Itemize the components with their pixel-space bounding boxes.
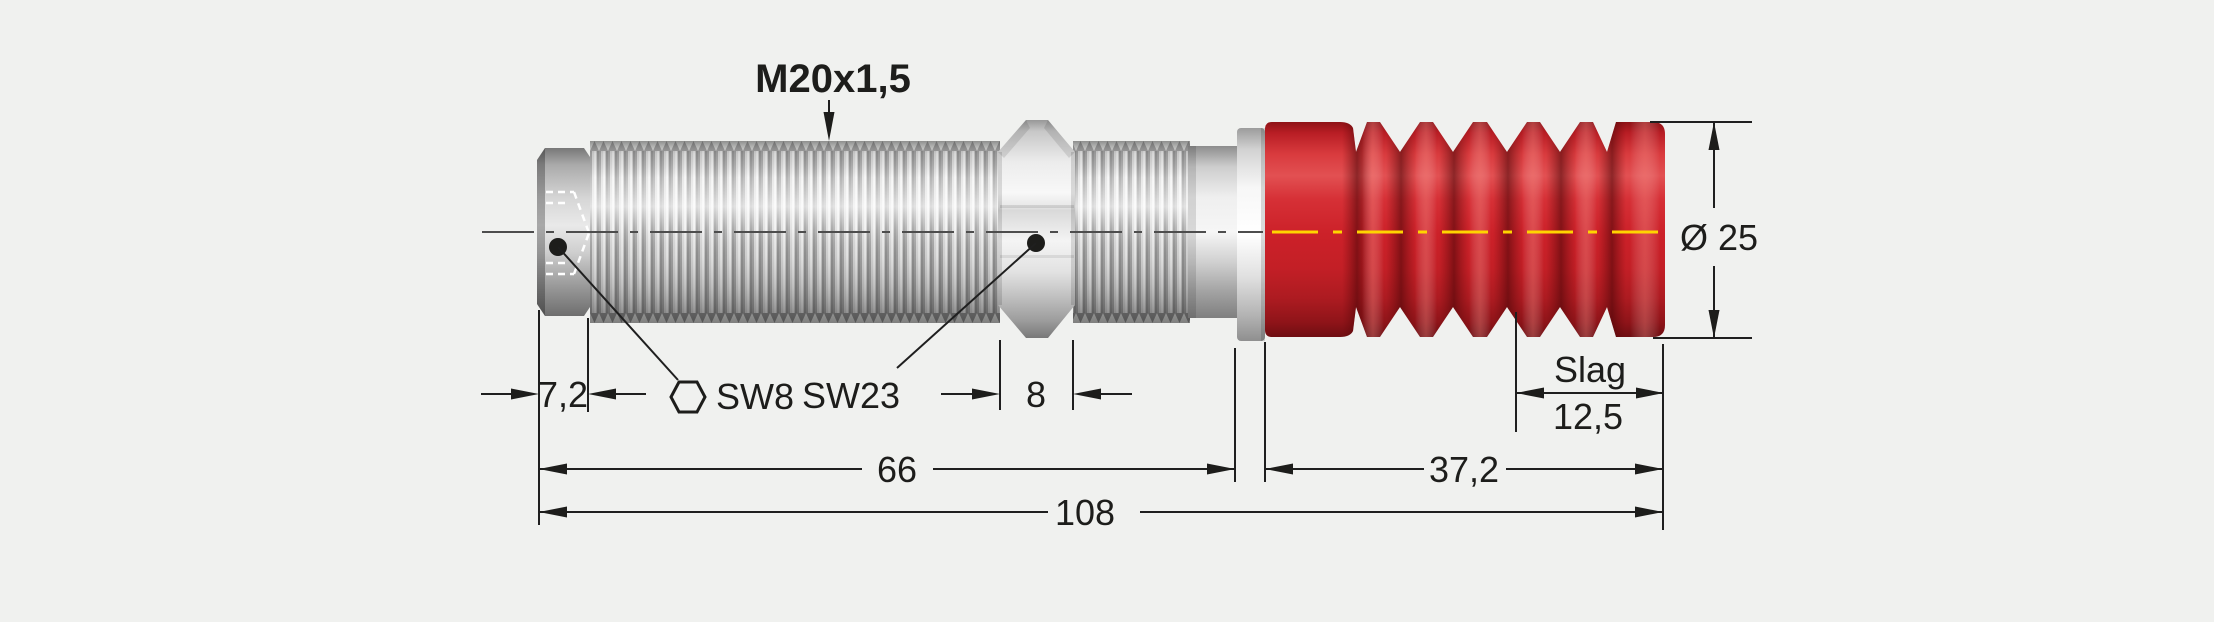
arrow-right-icon <box>972 388 1000 400</box>
dim-108-value: 108 <box>1055 492 1115 533</box>
stroke-label: Slag <box>1554 349 1626 390</box>
arrow-right-icon <box>1635 506 1663 518</box>
dimension-bellows-length: 37,2 <box>1265 449 1663 490</box>
arrow-right-icon <box>1635 463 1663 475</box>
arrow-down-icon <box>1708 310 1720 338</box>
thread-size-label: M20x1,5 <box>755 57 911 101</box>
arrow-left-icon <box>1265 463 1293 475</box>
sw8-label: SW8 <box>716 376 794 417</box>
arrow-right-icon <box>1636 387 1664 399</box>
sw23-callout: SW23 <box>802 234 1045 416</box>
stroke-value: 12,5 <box>1553 396 1623 437</box>
rod-end-button <box>537 148 591 316</box>
hex-flange-nut <box>998 120 1075 338</box>
thread-callout: M20x1,5 <box>755 57 911 141</box>
dim-diameter-value: Ø 25 <box>1680 217 1758 258</box>
arrow-down-icon <box>823 112 835 141</box>
dimension-total-length: 108 <box>539 492 1663 533</box>
sw23-label: SW23 <box>802 375 900 416</box>
arrow-left-icon <box>1516 387 1544 399</box>
dim-7-2-value: 7,2 <box>538 374 588 415</box>
dimension-rod-end-length: 7,2 <box>481 374 646 415</box>
arrow-right-icon <box>1207 463 1235 475</box>
bellows-boot <box>1265 122 1665 337</box>
mounting-flange <box>1237 128 1265 341</box>
sw8-callout: SW8 <box>549 238 794 417</box>
arrow-left-icon <box>1073 388 1101 400</box>
arrow-left-icon <box>539 463 567 475</box>
arrow-up-icon <box>1708 122 1720 150</box>
arrow-right-icon <box>511 388 539 400</box>
hidden-hex-socket-lines <box>546 190 591 276</box>
dim-66-value: 66 <box>877 449 917 490</box>
leader-line <box>896 242 1037 369</box>
dimension-stroke: Slag 12,5 <box>1516 349 1664 437</box>
arrow-left-icon <box>588 388 616 400</box>
leader-line <box>557 246 679 381</box>
dimension-outer-diameter: Ø 25 <box>1680 122 1758 338</box>
arrow-left-icon <box>539 506 567 518</box>
dimension-flange-width: 8 <box>941 374 1132 415</box>
hexagon-icon <box>669 380 707 414</box>
dimension-body-length: 66 <box>539 449 1235 490</box>
bellows-convolution-shading <box>1342 122 1660 337</box>
dim-8-value: 8 <box>1026 374 1046 415</box>
dim-37-2-value: 37,2 <box>1429 449 1499 490</box>
extension-lines <box>538 121 1752 530</box>
